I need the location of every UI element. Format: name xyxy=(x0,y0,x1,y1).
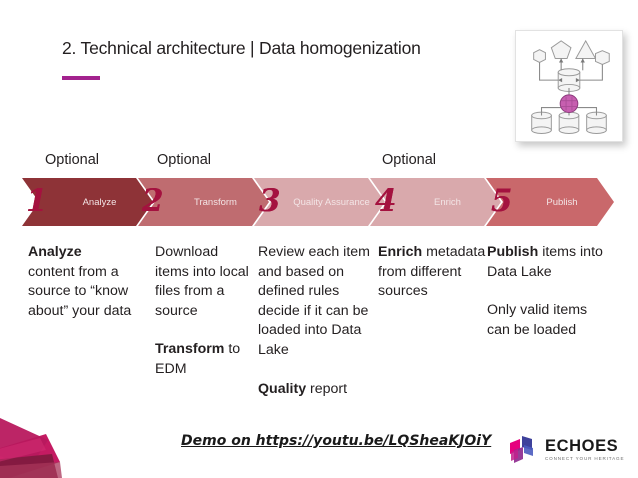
lead-word: Publish xyxy=(487,244,539,260)
paragraph-text: Download items into local files from a s… xyxy=(155,244,249,319)
hub-node-icon xyxy=(559,94,579,113)
paragraph-text: Only valid items can be loaded xyxy=(487,302,588,338)
process-step-transform[interactable]: Transform xyxy=(138,178,269,226)
echoes-tagline: CONNECT YOUR HERITAGE xyxy=(545,455,625,461)
process-chevron-strip: Analyze Transform Quality Assurance Enri… xyxy=(22,178,614,226)
process-step-label: Quality Assurance xyxy=(293,196,370,208)
step-description-quality-assurance: Review each item and based on defined ru… xyxy=(258,243,374,399)
lead-word: Transform xyxy=(155,341,225,358)
step-numeral-2: 2 xyxy=(142,183,164,219)
step-description-analyze: Analyze content from a source to “know a… xyxy=(28,243,132,321)
step-numeral-5: 5 xyxy=(491,183,513,219)
paragraph: Analyze content from a source to “know a… xyxy=(28,243,132,321)
paragraph-text: report xyxy=(306,380,348,397)
pentagon-icon xyxy=(550,40,572,60)
paragraph: Quality report xyxy=(258,380,374,400)
step-description-transform: Download items into local files from a s… xyxy=(155,243,255,380)
architecture-diagram-thumbnail[interactable] xyxy=(515,30,623,142)
process-step-analyze[interactable]: Analyze xyxy=(22,178,153,226)
page-title: 2. Technical architecture | Data homogen… xyxy=(62,38,421,58)
triangle-icon xyxy=(575,39,597,60)
hexagon-right-icon xyxy=(595,50,610,65)
echoes-wordmark: ECHOES xyxy=(545,436,619,455)
cylinder-bottom-left-icon xyxy=(531,111,552,134)
step-numeral-3: 3 xyxy=(259,183,281,219)
lead-word: Analyze xyxy=(28,244,82,260)
process-step-label: Analyze xyxy=(82,196,117,208)
echoes-logo-text: ECHOES CONNECT YOUR HERITAGE xyxy=(545,436,625,463)
echoes-logo: ECHOES CONNECT YOUR HERITAGE xyxy=(508,430,632,470)
paragraph: Transform to EDM xyxy=(155,340,255,379)
lead-word: Enrich xyxy=(378,244,423,260)
step-description-enrich: Enrich metadata from different sources xyxy=(378,243,486,302)
process-step-publish[interactable]: Publish xyxy=(486,178,614,226)
paragraph-text: Review each item and based on defined ru… xyxy=(258,244,370,358)
process-step-label: Transform xyxy=(194,196,237,208)
paragraph: Publish items into Data Lake xyxy=(487,243,605,282)
paragraph-text: to EDM xyxy=(155,341,241,377)
optional-label-step-1: Optional xyxy=(45,152,100,168)
echoes-logo-mark-icon xyxy=(508,434,538,466)
step-numeral-1: 1 xyxy=(26,183,48,219)
hexagon-left-icon xyxy=(533,49,546,63)
process-step-enrich[interactable]: Enrich xyxy=(370,178,501,226)
paragraph: Review each item and based on defined ru… xyxy=(258,243,374,361)
demo-link[interactable]: Demo on https://youtu.be/LQSheaKJOiY xyxy=(181,433,492,449)
optional-label-step-2: Optional xyxy=(157,152,212,168)
process-step-quality-assurance[interactable]: Quality Assurance xyxy=(254,178,385,226)
lead-word: Quality xyxy=(258,380,307,397)
step-description-publish: Publish items into Data Lake Only valid … xyxy=(487,243,605,340)
paragraph-text: metadata from different sources xyxy=(378,244,486,300)
title-accent-rule xyxy=(62,76,100,80)
process-step-label: Publish xyxy=(546,196,578,208)
decorative-artwork xyxy=(0,358,96,478)
paragraph: Only valid items can be loaded xyxy=(487,301,605,340)
paragraph: Download items into local files from a s… xyxy=(155,243,255,321)
process-step-label: Enrich xyxy=(434,196,461,208)
paragraph-text: items into Data Lake xyxy=(487,244,603,280)
paragraph-text: content from a source to “know about” yo… xyxy=(28,263,132,319)
step-numeral-4: 4 xyxy=(375,183,397,219)
optional-label-step-4: Optional xyxy=(382,152,437,168)
cylinder-bottom-center-icon xyxy=(558,111,580,134)
paragraph: Enrich metadata from different sources xyxy=(378,243,486,302)
